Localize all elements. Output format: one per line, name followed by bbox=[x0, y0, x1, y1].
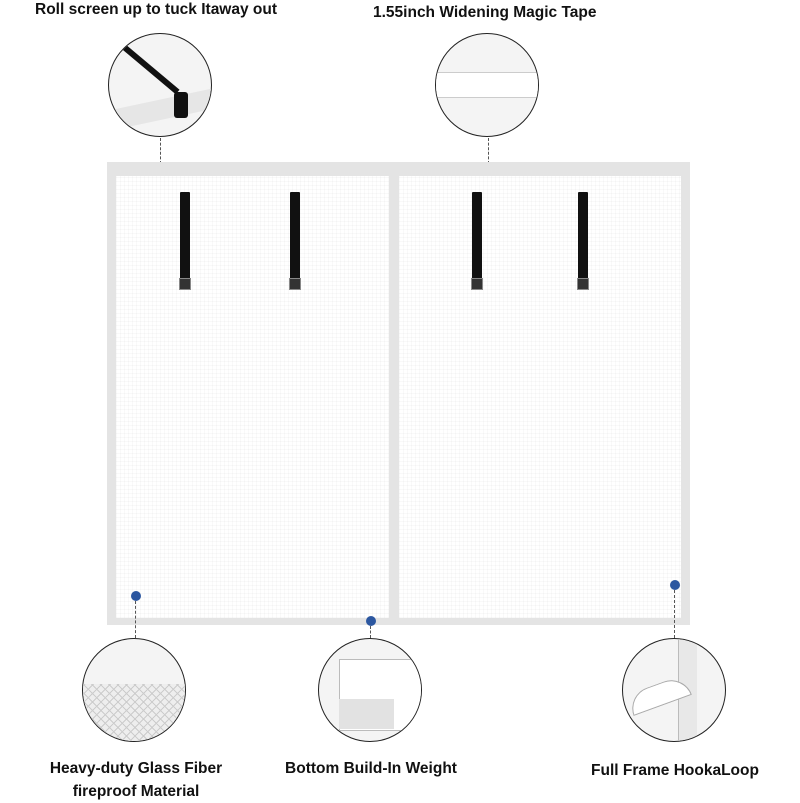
callout-glass-fiber: Heavy-duty Glass Fiber fireproof Materia… bbox=[50, 757, 222, 803]
strap bbox=[289, 192, 301, 290]
detail-hookloop-circle bbox=[622, 638, 726, 742]
dashed-connector bbox=[160, 138, 161, 164]
callout-magic-tape: 1.55inch Widening Magic Tape bbox=[373, 4, 597, 21]
strap bbox=[577, 192, 589, 290]
callout-glass-fiber-line1: Heavy-duty Glass Fiber bbox=[49, 760, 223, 777]
dashed-connector bbox=[488, 138, 489, 164]
marker-dot bbox=[131, 591, 141, 601]
marker-dot bbox=[366, 616, 376, 626]
screen-panel-right bbox=[399, 176, 681, 618]
screen-panel-left bbox=[116, 176, 389, 618]
strap bbox=[179, 192, 191, 290]
callout-hook-loop: Full Frame HookaLoop bbox=[591, 762, 759, 779]
callout-roll-up: Roll screen up to tuck Itaway out bbox=[35, 1, 278, 18]
detail-strap-circle bbox=[108, 33, 212, 137]
window-screen bbox=[107, 162, 690, 625]
dashed-connector bbox=[135, 601, 136, 638]
strap bbox=[471, 192, 483, 290]
dashed-connector bbox=[674, 590, 675, 638]
callout-glass-fiber-line2: fireproof Material bbox=[72, 783, 200, 800]
detail-tape-circle bbox=[435, 33, 539, 137]
marker-dot bbox=[670, 580, 680, 590]
dashed-connector bbox=[370, 626, 371, 638]
detail-fiber-circle bbox=[82, 638, 186, 742]
detail-weight-circle bbox=[318, 638, 422, 742]
callout-bottom-weight: Bottom Build-In Weight bbox=[285, 760, 457, 777]
